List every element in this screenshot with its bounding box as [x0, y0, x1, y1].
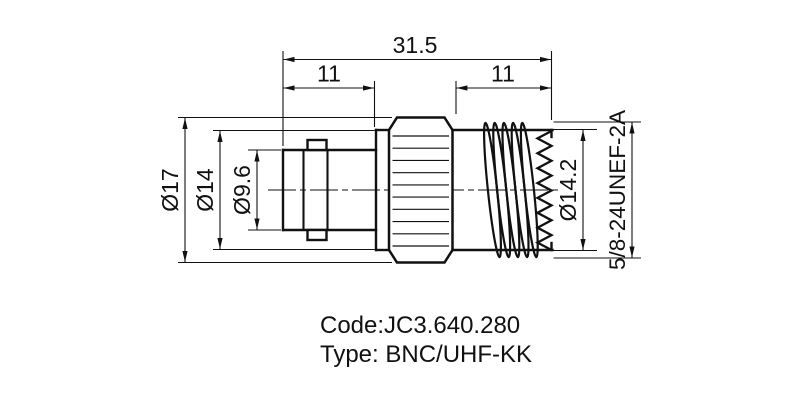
dim-knurl-diameter-label: Ø17	[157, 168, 183, 211]
dimension-lines	[182, 56, 635, 262]
part-type-text: Type: BNC/UHF-KK	[320, 341, 532, 368]
extension-lines	[178, 51, 641, 264]
dim-bnc-bore-label: Ø9.6	[229, 165, 255, 215]
bayonet-lug-top	[306, 138, 328, 152]
bnc-interface	[281, 128, 391, 252]
dim-body-diameter-label: Ø14	[192, 168, 218, 212]
bayonet-lug-bottom	[306, 228, 328, 242]
dim-overall-length-label: 31.5	[393, 32, 438, 58]
dim-uhf-bore-label: Ø14.2	[555, 159, 581, 222]
dim-uhf-length-label: 11	[491, 61, 515, 87]
thread-spec-label: 5/8-24UNEF-2A	[605, 110, 630, 270]
internal-thread-zigzag	[535, 129, 554, 252]
knurl-hatch-lines	[392, 135, 449, 247]
part-code-text: Code:JC3.640.280	[320, 312, 520, 339]
external-thread-coils	[482, 121, 539, 259]
knurled-grip	[387, 116, 454, 264]
part-info: Code:JC3.640.280 Type: BNC/UHF-KK	[320, 312, 532, 368]
dim-bnc-length-label: 11	[317, 61, 341, 87]
dimension-labels: 31.5 11 11 Ø17 Ø14 Ø9.6 Ø14.2 5/8-24UNEF…	[157, 32, 630, 270]
uhf-interface	[451, 121, 554, 259]
